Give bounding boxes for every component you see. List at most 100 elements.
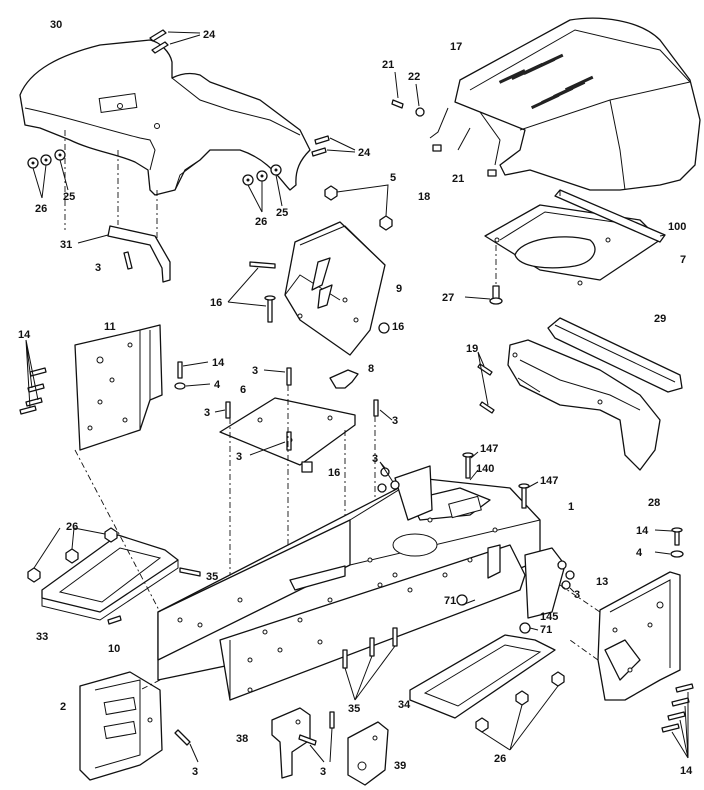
label-26-right: 26	[255, 216, 267, 228]
dash-panel-part-30	[19, 39, 311, 196]
screws-part-3-center	[214, 367, 393, 473]
nuts-part-26-right	[475, 671, 565, 751]
screw-washer-part-21-22	[391, 71, 471, 151]
bolt-washer-part-14-4-right	[654, 527, 684, 558]
label-3-h: 3	[192, 766, 198, 778]
label-16-a: 16	[210, 297, 222, 309]
screws-part-24-top	[149, 29, 201, 54]
bracket-part-3-left-of-frame	[377, 461, 433, 521]
label-3-b: 3	[252, 365, 258, 377]
label-17: 17	[450, 41, 462, 53]
hood-part-17	[429, 17, 701, 191]
fender-part-28	[507, 339, 661, 471]
bracket-part-31	[77, 225, 171, 283]
label-35-center: 35	[348, 703, 360, 715]
bolts-part-35-center	[342, 627, 398, 701]
nuts-washers-part-25-26-right	[242, 164, 283, 213]
label-3-f: 3	[372, 453, 378, 465]
label-29: 29	[654, 313, 666, 325]
label-3-c: 3	[204, 407, 210, 419]
label-140: 140	[476, 463, 494, 475]
label-24-top: 24	[203, 29, 216, 41]
bolts-part-16-left	[227, 261, 276, 323]
label-24-right: 24	[358, 147, 371, 159]
side-plate-part-2	[79, 671, 163, 781]
label-3-d: 3	[392, 415, 398, 427]
label-21-top: 21	[382, 59, 394, 71]
screws-part-3-lower	[298, 711, 335, 763]
label-33: 33	[36, 631, 48, 643]
label-26-lower: 26	[494, 753, 506, 765]
label-147-top: 147	[480, 443, 498, 455]
label-26-left: 26	[35, 203, 47, 215]
label-22: 22	[408, 71, 420, 83]
label-8: 8	[368, 363, 374, 375]
bracket-part-145	[524, 547, 575, 619]
label-3-g: 3	[574, 589, 580, 601]
label-145: 145	[540, 611, 558, 623]
nuts-part-26-left	[27, 527, 118, 583]
label-4-right: 4	[636, 547, 643, 559]
label-3-a: 3	[95, 262, 101, 274]
label-28-fender: 28	[648, 497, 660, 509]
label-16-b: 16	[392, 321, 404, 333]
label-14-lower-right: 14	[680, 765, 693, 777]
screw-part-3-lower-left	[174, 729, 199, 763]
bracket-part-8	[329, 369, 359, 389]
label-2: 2	[60, 701, 66, 713]
label-14-center: 14	[212, 357, 225, 369]
bolt-washer-part-14-4-center	[174, 361, 211, 390]
label-7: 7	[680, 254, 686, 266]
label-14-left: 14	[18, 329, 31, 341]
nuts-washers-part-25-26-left	[27, 149, 69, 199]
label-28-left: 26	[66, 521, 78, 533]
label-18: 18	[418, 191, 430, 203]
label-71-a: 71	[444, 595, 456, 607]
label-9: 9	[396, 283, 402, 295]
footrest-part-33	[41, 534, 179, 621]
label-100: 100	[668, 221, 686, 233]
label-10: 10	[108, 643, 120, 655]
label-27: 27	[442, 292, 454, 304]
screws-part-24-right	[311, 135, 356, 157]
frame-part-1	[157, 477, 541, 701]
nut-part-16-right	[378, 322, 390, 334]
label-3-e: 3	[236, 451, 242, 463]
trim-strip-part-29	[547, 317, 683, 393]
hood-vents	[498, 53, 594, 110]
label-5: 5	[390, 172, 396, 184]
bolts-part-147-140	[462, 451, 539, 509]
label-1: 1	[568, 501, 574, 513]
label-30: 30	[50, 19, 62, 31]
label-21-lower: 21	[452, 173, 464, 185]
label-35-left: 35	[206, 571, 218, 583]
label-19: 19	[466, 343, 478, 355]
label-71-b: 71	[540, 624, 552, 636]
label-14-right: 14	[636, 525, 649, 537]
label-4-center: 4	[214, 379, 221, 391]
bracket-part-38	[271, 707, 311, 779]
label-25-left: 25	[63, 191, 75, 203]
strip-part-100	[554, 189, 666, 243]
label-16-c: 16	[328, 467, 340, 479]
bolts-part-14-right	[661, 683, 694, 759]
label-31: 31	[60, 239, 72, 251]
screws-part-19	[477, 351, 495, 414]
label-3-i: 3	[320, 766, 326, 778]
nuts-part-5	[324, 184, 393, 231]
side-plate-part-11	[74, 324, 163, 451]
label-39: 39	[394, 760, 406, 772]
bolt-part-35-left	[179, 567, 201, 577]
label-38: 38	[236, 733, 248, 745]
footrest-part-34	[409, 634, 556, 719]
label-147-right: 147	[540, 475, 558, 487]
side-plate-part-13	[597, 571, 681, 701]
label-13: 13	[596, 576, 608, 588]
nuts-part-71	[456, 594, 539, 634]
bolt-part-10	[107, 615, 122, 625]
bracket-part-39	[347, 721, 389, 786]
pan-part-7	[484, 204, 661, 286]
label-34: 34	[398, 699, 411, 711]
